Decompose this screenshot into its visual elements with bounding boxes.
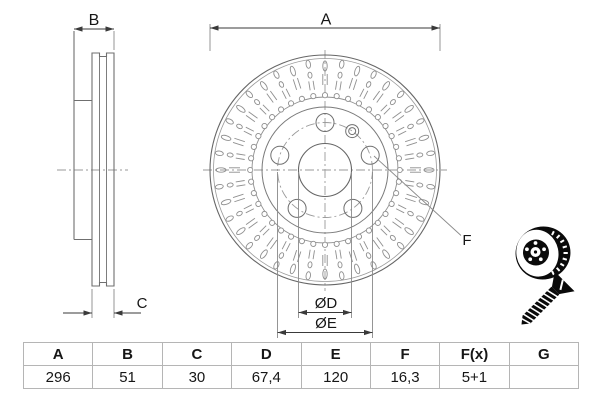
- table-value-cell: 120: [300, 365, 371, 389]
- table-header-cell: G: [508, 342, 580, 366]
- dim-e: ØE: [277, 172, 373, 338]
- bolt-circle: [277, 122, 373, 218]
- table-value-cell: 5+1: [439, 365, 510, 389]
- dim-b-arrow-right: [105, 26, 114, 32]
- dim-d-arrow-left: [298, 309, 307, 316]
- hat-outline-circle: [261, 106, 389, 234]
- dim-c-arrow-right: [114, 310, 123, 316]
- brake-disc-icon: [515, 226, 571, 280]
- table-value-cell: 16,3: [369, 365, 441, 389]
- dim-d: ØD: [298, 172, 352, 318]
- vent-pattern: [214, 59, 436, 281]
- table-header-cell: D: [231, 342, 302, 366]
- front-view: [203, 50, 447, 291]
- dim-d-arrow-right: [343, 309, 352, 316]
- bolt-hole: [315, 113, 335, 132]
- center-bore-circle: [297, 142, 353, 198]
- bolt-hole: [287, 198, 307, 218]
- bolt-hole: [270, 145, 290, 165]
- bolt-hole: [343, 198, 363, 218]
- table-header-row: A B C D E F F(x) G: [22, 342, 580, 366]
- dim-b: B: [74, 12, 115, 50]
- dim-c-arrow-left: [83, 310, 92, 316]
- dim-f: F: [373, 155, 472, 249]
- table-header-cell: F(x): [439, 342, 510, 366]
- side-view: [57, 31, 128, 287]
- dim-b-arrow-left: [74, 26, 83, 32]
- pin-hole: [345, 124, 360, 139]
- dim-f-label: F: [462, 232, 471, 249]
- table-value-cell: 51: [92, 365, 163, 389]
- table-header-cell: C: [161, 342, 233, 366]
- dim-a-arrow-left: [210, 25, 219, 31]
- bolt-hole: [360, 145, 380, 165]
- dim-c: C: [63, 289, 148, 318]
- dim-c-label: C: [137, 295, 148, 312]
- table-header-cell: E: [300, 342, 371, 366]
- table-value-row: 296 51 30 67,4 120 16,3 5+1: [22, 365, 580, 389]
- dim-d-label: ØD: [315, 295, 338, 312]
- dimensions-table: A B C D E F F(x) G 296 51 30 67,4 120 16…: [22, 342, 580, 389]
- table-header-cell: B: [92, 342, 163, 366]
- table-value-cell: [508, 365, 580, 389]
- dim-a-arrow-right: [431, 25, 440, 31]
- table-header-cell: A: [22, 342, 94, 366]
- dim-e-arrow-right: [364, 329, 373, 336]
- dim-e-arrow-left: [277, 329, 286, 336]
- table-value-cell: 67,4: [231, 365, 302, 389]
- friction-rings-outline: [91, 52, 115, 287]
- outer-chamfer-circle: [213, 58, 437, 282]
- dim-a: A: [209, 12, 441, 51]
- bolt-holes: [270, 113, 380, 218]
- screw-icon: [520, 271, 575, 325]
- dim-e-label: ØE: [315, 315, 337, 332]
- dim-b-label: B: [89, 12, 100, 29]
- table-header-cell: F: [369, 342, 441, 366]
- table-value-cell: 296: [22, 365, 94, 389]
- outer-edge-circle: [209, 54, 441, 286]
- table-value-cell: 30: [161, 365, 233, 389]
- dim-a-label: A: [321, 12, 332, 29]
